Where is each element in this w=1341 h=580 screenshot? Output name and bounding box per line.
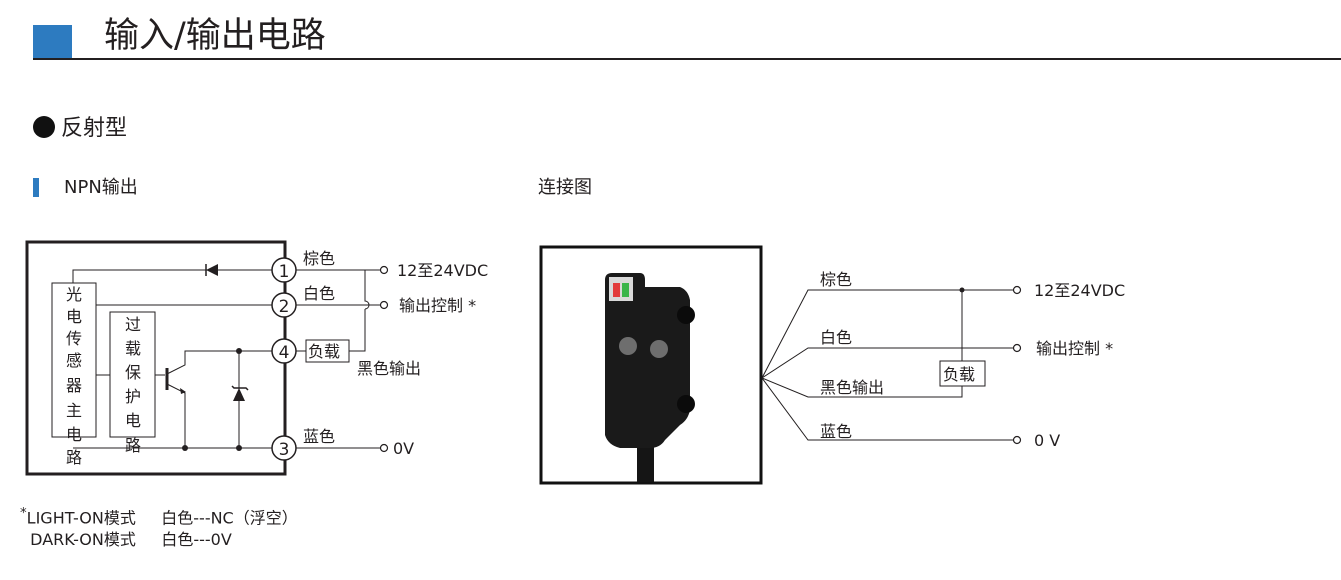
protect-circuit-char: 电	[125, 411, 141, 430]
zener-diode-icon	[233, 388, 245, 401]
wire-label-blue: 蓝色	[820, 422, 852, 441]
note-light-on-value: 白色---NC（浮空）	[161, 508, 298, 528]
sensor-image	[605, 273, 695, 482]
wire-label-white: 白色	[303, 284, 335, 303]
terminal-icons	[379, 265, 389, 453]
header-divider	[33, 58, 1341, 60]
main-circuit-char: 路	[66, 448, 82, 467]
main-circuit-char: 光	[66, 285, 82, 304]
page-title: 输入/输出电路	[104, 16, 326, 56]
main-circuit-char: 主	[66, 401, 82, 420]
note-star: *	[20, 506, 27, 521]
terminal-0v: 0 V	[1034, 431, 1060, 450]
subheading-accent-bar	[33, 178, 39, 197]
transistor-arrow-icon	[180, 388, 186, 394]
main-circuit-char: 感	[66, 351, 82, 370]
terminal-0v: 0V	[393, 439, 414, 458]
pin-3: 3	[279, 440, 290, 460]
wire-label-black-output: 黑色输出	[820, 378, 884, 397]
section-heading: 反射型	[33, 114, 127, 144]
terminal-power: 12至24VDC	[1034, 281, 1125, 300]
terminal-power: 12至24VDC	[397, 261, 488, 280]
wire-label-brown: 棕色	[820, 270, 852, 289]
pin-1: 1	[279, 262, 290, 282]
header-accent-square	[33, 25, 72, 58]
terminal-icons	[1012, 285, 1022, 445]
protect-circuit-char: 路	[125, 436, 141, 455]
load-label: 负载	[943, 365, 975, 384]
main-circuit-char: 电	[66, 307, 82, 326]
note-dark-on-value: 白色---0V	[161, 530, 232, 550]
note-dark-on-mode: DARK-ON模式	[30, 530, 136, 550]
note-light-on-mode: LIGHT-ON模式	[26, 508, 136, 528]
main-circuit-char: 器	[66, 376, 82, 395]
section-title: 反射型	[61, 116, 128, 141]
wire-label-brown: 棕色	[303, 249, 335, 268]
terminal-output-control: 输出控制 *	[399, 296, 476, 315]
terminal-output-control: 输出控制 *	[1036, 339, 1113, 358]
pin-2: 2	[279, 297, 290, 317]
main-circuit-char: 电	[66, 425, 82, 444]
protect-circuit-char: 护	[125, 387, 141, 406]
npn-title: NPN输出	[64, 177, 138, 198]
black-output-label: 黑色输出	[357, 359, 421, 378]
protect-circuit-char: 载	[125, 339, 141, 358]
protect-circuit-char: 保	[125, 363, 141, 382]
wire-label-white: 白色	[820, 328, 852, 347]
pin-4: 4	[279, 343, 290, 363]
diode-icon	[206, 264, 218, 276]
mode-note: *LIGHT-ON模式 白色---NC（浮空） DARK-ON模式 白色---0…	[20, 503, 298, 551]
protect-circuit-char: 过	[125, 315, 141, 334]
load-label: 负载	[308, 342, 340, 361]
wire-label-blue: 蓝色	[303, 427, 335, 446]
main-circuit-char: 传	[66, 329, 82, 348]
bullet-icon	[33, 116, 55, 138]
connection-title: 连接图	[538, 177, 592, 198]
